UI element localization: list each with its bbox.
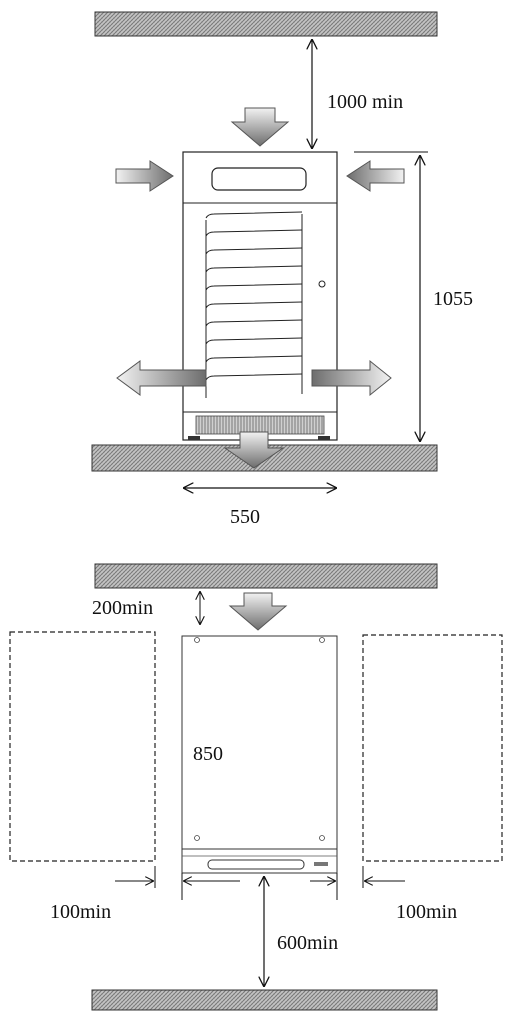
ups-cabinet-plan: [181, 635, 338, 874]
control-panel-display: [211, 167, 307, 191]
depth-label: 850: [193, 743, 223, 765]
front-clearance-label: 600min: [277, 932, 338, 954]
adjacent-cabinet-left: [9, 631, 156, 862]
plan-front-display: [207, 859, 305, 870]
plan-view: 200min 850 100min 100min 600min: [9, 563, 503, 1011]
airflow-out-right-arrow: [311, 359, 392, 397]
front-wall: [91, 989, 438, 1011]
bottom-vent-grille: [195, 415, 325, 435]
airflow-in-top-arrow: [230, 107, 290, 147]
rear-wall: [94, 563, 438, 589]
front-clearance-dimension: 600min: [264, 877, 338, 986]
ups-cabinet-front: [182, 151, 338, 441]
front-view: 1000 min 1055 550: [91, 11, 473, 528]
height-dimension: 1055: [354, 151, 473, 441]
top-clearance-label: 1000 min: [327, 91, 403, 113]
top-clearance-dimension: 1000 min: [312, 40, 403, 148]
airflow-in-rear-arrow: [228, 592, 288, 631]
airflow-in-right-arrow: [346, 160, 405, 192]
door-lock: [318, 280, 326, 288]
rear-clearance-dimension: 200min: [92, 592, 200, 624]
rear-clearance-label: 200min: [92, 597, 153, 619]
height-label: 1055: [433, 288, 473, 310]
airflow-in-left-arrow: [115, 160, 174, 192]
front-louvres: [205, 211, 303, 398]
airflow-out-left-arrow: [116, 360, 207, 396]
right-side-clearance-label: 100min: [396, 901, 457, 923]
right-side-clearance-dimension: 100min: [310, 866, 457, 923]
left-side-clearance-dimension: 100min: [50, 866, 240, 923]
width-label: 550: [230, 506, 260, 528]
airflow-out-bottom-arrow: [223, 431, 285, 469]
airflow-arrows-front: [115, 107, 405, 469]
left-side-clearance-label: 100min: [50, 901, 111, 923]
ceiling-wall: [94, 11, 438, 37]
width-dimension: 550: [184, 488, 336, 528]
adjacent-cabinet-right: [362, 634, 503, 862]
